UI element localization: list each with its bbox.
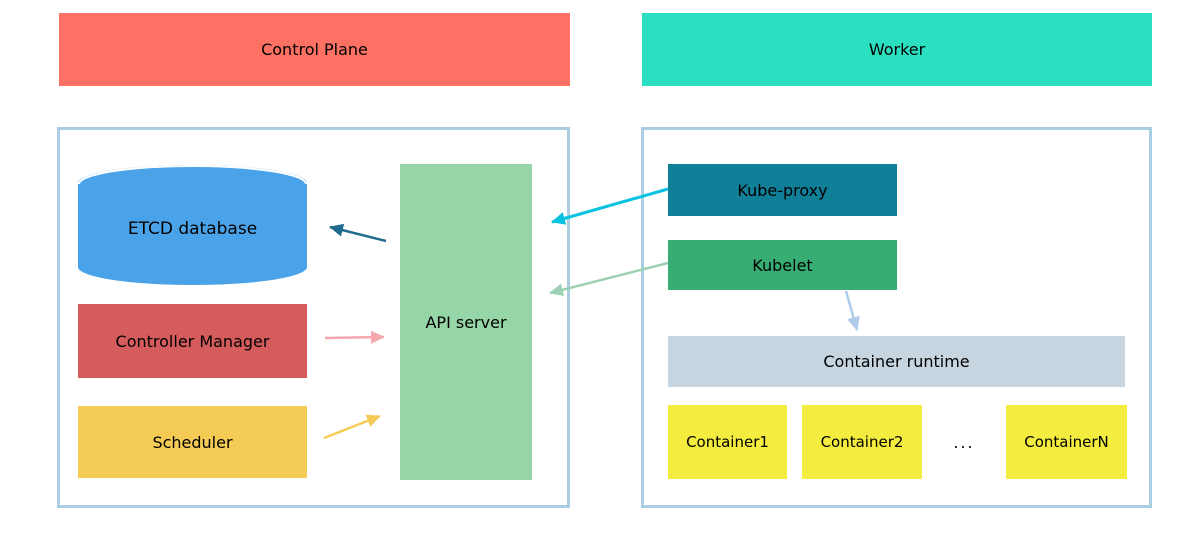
control-plane-header: Control Plane (59, 13, 570, 86)
kube-proxy-label: Kube-proxy (737, 180, 828, 200)
container-runtime-node: Container runtime (668, 336, 1125, 387)
controller-manager-node: Controller Manager (78, 304, 307, 378)
kubelet-label: Kubelet (752, 255, 813, 275)
worker-header-label: Worker (868, 40, 926, 59)
containers-ellipsis: ... (953, 432, 975, 452)
container-runtime-label: Container runtime (823, 352, 970, 371)
etcd-database-label: ETCD database (127, 219, 258, 239)
container2-node: Container2 (802, 405, 922, 479)
worker-header: Worker (642, 13, 1152, 86)
database-cylinder-icon (78, 165, 307, 285)
kube-proxy-node: Kube-proxy (668, 164, 897, 216)
api-server-node: API server (400, 164, 532, 480)
container2-label: Container2 (820, 433, 904, 451)
kubelet-node: Kubelet (668, 240, 897, 290)
scheduler-label: Scheduler (152, 432, 233, 452)
container1-label: Container1 (686, 433, 769, 451)
scheduler-node: Scheduler (78, 406, 307, 478)
containerN-node: ContainerN (1006, 405, 1127, 479)
containerN-label: ContainerN (1024, 433, 1109, 451)
container1-node: Container1 (668, 405, 787, 479)
controller-manager-label: Controller Manager (115, 331, 270, 351)
api-server-label: API server (425, 312, 507, 332)
etcd-database-node: ETCD database (78, 165, 307, 285)
control-plane-header-label: Control Plane (261, 40, 368, 59)
